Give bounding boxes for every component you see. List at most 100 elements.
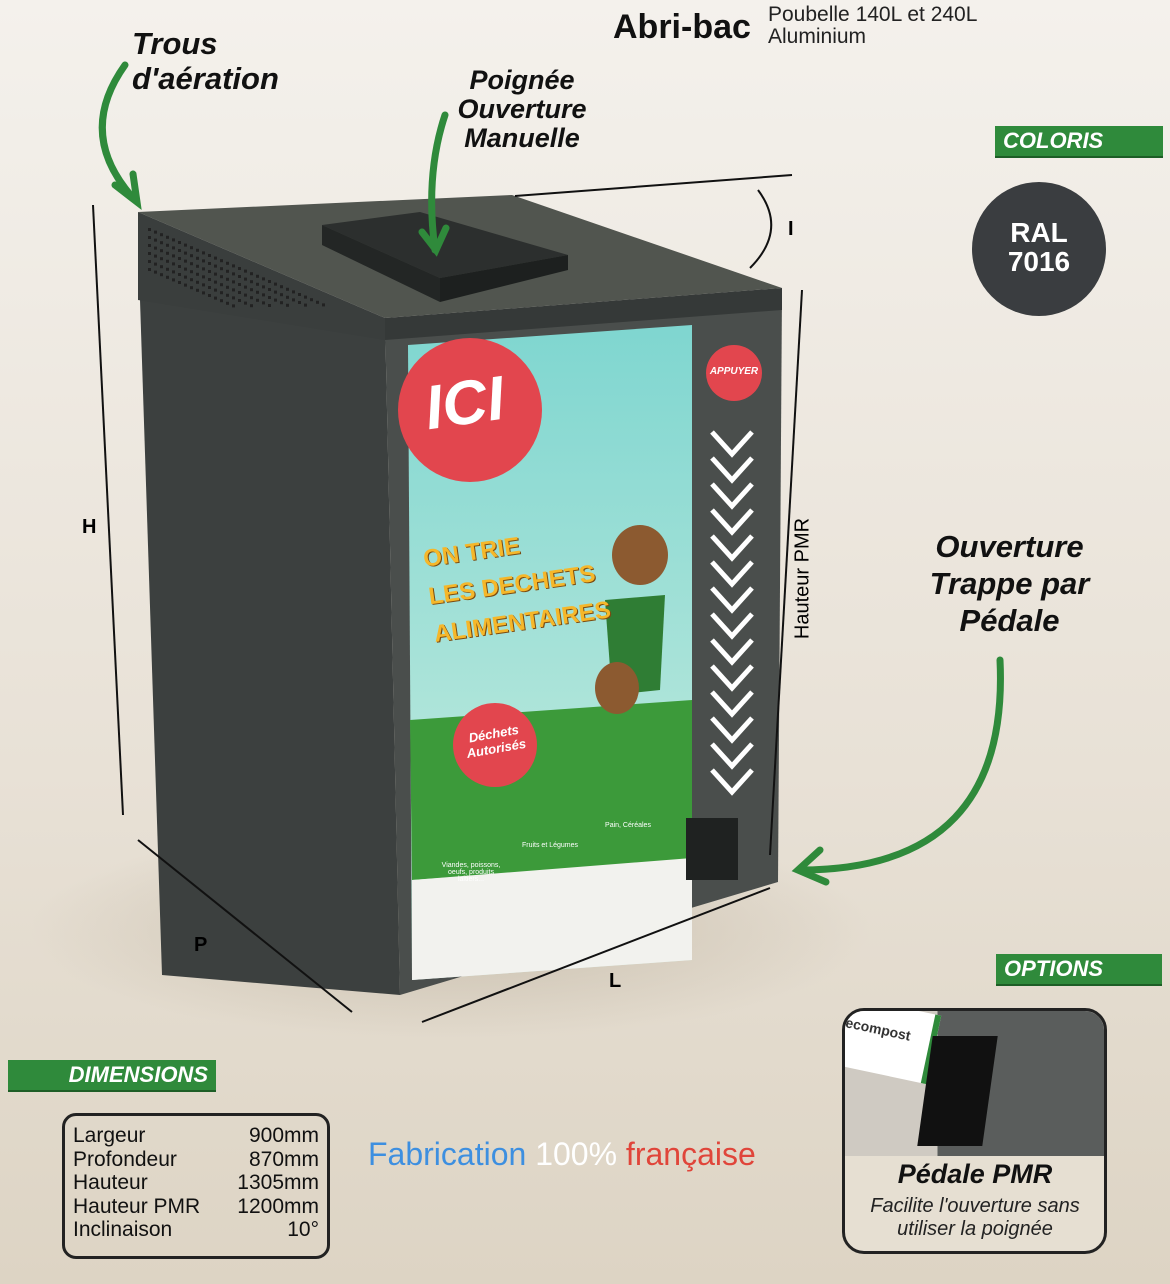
vent-hole xyxy=(202,283,205,287)
vent-hole xyxy=(250,272,253,276)
vent-hole xyxy=(244,285,247,289)
vent-hole xyxy=(178,281,181,284)
vent-hole xyxy=(304,295,307,299)
vent-hole xyxy=(178,249,181,252)
option-desc2: utiliser la poignée xyxy=(897,1218,1053,1240)
vent-hole xyxy=(238,267,241,270)
vent-hole xyxy=(268,288,271,291)
vent-hole xyxy=(244,293,247,297)
poster-cat1: Viandes, poissons, oeufs, produits laiti… xyxy=(441,862,501,883)
vent-hole xyxy=(220,291,223,295)
bin-lid-front xyxy=(385,288,782,340)
dim-name: Hauteur PMR xyxy=(73,1194,201,1218)
pedal-slot xyxy=(686,818,738,880)
vent-hole xyxy=(250,280,253,284)
vent-hole xyxy=(166,259,169,263)
ral-line1: RAL xyxy=(1010,217,1068,248)
badge-circle xyxy=(453,703,537,787)
vent-hole xyxy=(262,301,265,305)
vent-hole xyxy=(184,267,187,271)
vent-hole xyxy=(172,238,175,242)
options-tag: OPTIONS xyxy=(996,954,1162,986)
vent-hole xyxy=(208,270,211,273)
dim-value: 1200mm xyxy=(237,1194,319,1218)
dim-pmr: Hauteur PMR xyxy=(791,517,814,640)
vent-hole xyxy=(202,291,205,295)
dimension-lines xyxy=(92,174,803,1023)
vent-hole xyxy=(148,236,151,239)
vent-hole xyxy=(274,298,277,302)
dim-value: 900mm xyxy=(248,1124,319,1147)
dim-row: Hauteur PMR 1200mm xyxy=(73,1195,319,1219)
chevrons xyxy=(710,430,754,796)
vent-hole xyxy=(292,290,295,294)
option-desc1: Facilite l'ouverture sans xyxy=(870,1195,1080,1217)
vent-hole xyxy=(238,275,241,278)
dim-h: H xyxy=(82,516,97,538)
dim-l: L xyxy=(609,970,622,992)
vent-hole xyxy=(220,267,223,271)
vent-hole xyxy=(160,241,163,245)
vent-hole xyxy=(208,286,211,289)
vent-hole xyxy=(202,267,205,271)
vent-hole xyxy=(190,262,193,266)
vent-hole xyxy=(226,261,229,265)
vent-hole xyxy=(208,294,211,297)
footer-word1: Fabrication xyxy=(368,1136,527,1172)
dim-row: Largeur 900mm xyxy=(73,1124,319,1148)
vent-hole xyxy=(226,293,229,297)
dimensions-tag: DIMENSIONS xyxy=(8,1060,216,1092)
vent-hole xyxy=(316,300,319,304)
vent-hole xyxy=(154,230,157,234)
press-label: APPUYER xyxy=(709,366,759,377)
vent-hole xyxy=(166,235,169,239)
dim-value: 870mm xyxy=(248,1147,319,1171)
vent-hole xyxy=(292,298,295,302)
vent-hole xyxy=(154,238,157,242)
dim-name: Largeur xyxy=(73,1124,146,1147)
vent-hole xyxy=(172,270,175,274)
vent-hole xyxy=(280,285,283,289)
vent-hole xyxy=(202,275,205,279)
handle xyxy=(322,212,568,278)
vent-hole xyxy=(178,265,181,268)
vent-hole xyxy=(256,282,259,286)
vent-hole xyxy=(166,275,169,279)
vent-hole xyxy=(232,280,235,284)
vent-hole xyxy=(226,301,229,305)
vent-hole xyxy=(274,290,277,294)
handle-front xyxy=(440,255,568,302)
vent-hole xyxy=(238,291,241,294)
vent-hole xyxy=(190,270,193,274)
vent-hole xyxy=(184,283,187,287)
subtitle-line2: Aluminium xyxy=(768,25,867,48)
vent-hole xyxy=(196,280,199,284)
vent-hole xyxy=(154,262,157,266)
vent-hole xyxy=(148,260,151,263)
vent-hole xyxy=(280,301,283,305)
vent-hole xyxy=(226,277,229,281)
vent-hole xyxy=(226,285,229,289)
vent-hole xyxy=(196,264,199,268)
ecompost-sign: ecompost xyxy=(845,1011,942,1085)
vent-hole xyxy=(220,275,223,279)
footer-word3: française xyxy=(625,1136,756,1172)
poster-bottom xyxy=(412,858,692,980)
vent-hole xyxy=(172,262,175,266)
pedal-photo: ecompost xyxy=(845,1011,1104,1156)
vent-hole xyxy=(166,267,169,271)
dim-name: Profondeur xyxy=(73,1147,177,1171)
vent-holes xyxy=(148,228,325,308)
vent-hole xyxy=(214,288,217,292)
ici-circle xyxy=(398,338,542,482)
vent-hole xyxy=(262,293,265,297)
vent-hole xyxy=(256,274,259,278)
vent-hole xyxy=(250,288,253,292)
vent-hole xyxy=(172,278,175,282)
vent-hole xyxy=(190,254,193,258)
vent-hole xyxy=(214,256,217,260)
ral-line2: 7016 xyxy=(1007,246,1071,277)
dim-value: 1305mm xyxy=(237,1171,319,1194)
vent-hole xyxy=(184,259,187,263)
